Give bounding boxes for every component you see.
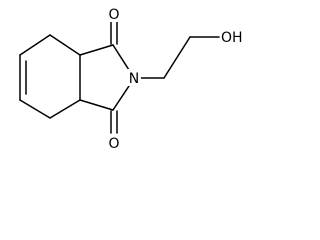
structural-formula: O O N OH [19, 5, 246, 152]
bond-c2-carbonyl-top [79, 44, 114, 56]
oxygen-top-label: O [108, 7, 119, 23]
bond-c3-c4 [49, 99, 81, 119]
bond-c6-c1 [19, 34, 51, 56]
bond-carbonyl-top-n [112, 44, 130, 71]
nitrogen-label: N [129, 71, 139, 87]
atom-labels: O O N OH [106, 5, 246, 152]
carbonyl-bonds [110, 21, 118, 134]
bond-c1-c2 [49, 34, 81, 56]
bond-c3-carbonyl-bottom [79, 99, 114, 111]
hydroxyl-label: OH [221, 30, 243, 46]
oxygen-bottom-label: O [108, 136, 119, 152]
cyclohexene-ring [19, 34, 81, 119]
hydroxyethyl-chain [139, 36, 220, 79]
bond-c4-c5 [19, 99, 51, 119]
bond-carbonyl-bottom-n [112, 85, 130, 111]
imide-ring [79, 44, 130, 111]
bond-ch2-ch2 [163, 36, 191, 79]
